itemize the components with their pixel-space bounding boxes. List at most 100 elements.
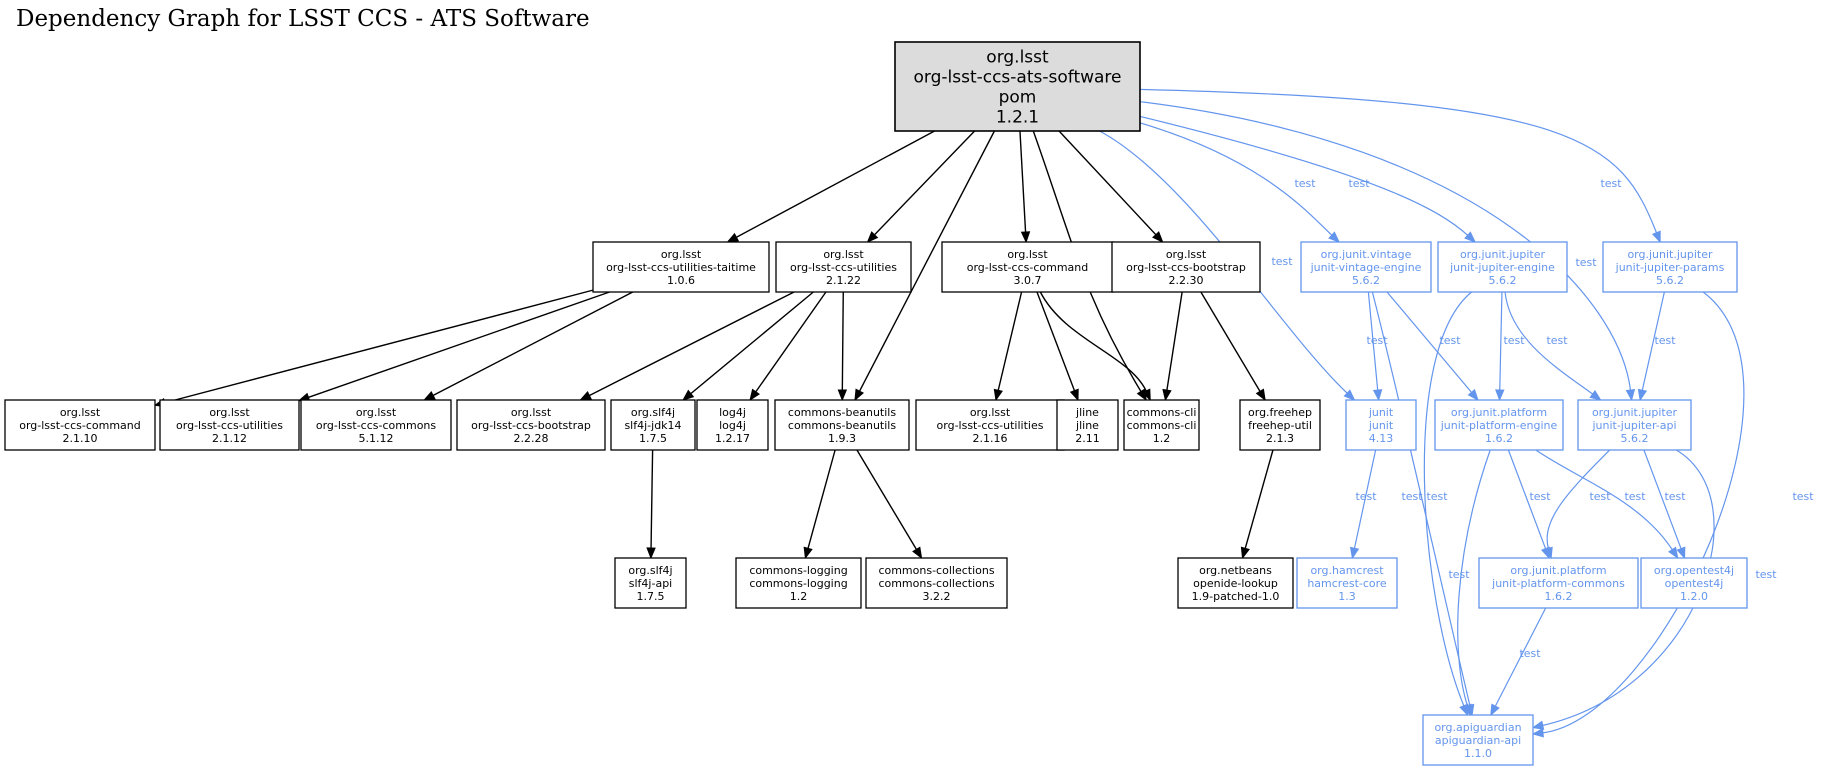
node-label-line: 2.1.10 (63, 432, 98, 445)
edge-root-jupeng: test (1139, 115, 1477, 243)
node-jupparams[interactable]: org.junit.jupiterjunit-jupiter-params5.6… (1602, 241, 1738, 293)
node-box (696, 399, 769, 451)
edge-label: test (1575, 256, 1597, 269)
node-jupeng[interactable]: org.junit.jupiterjunit-jupiter-engine5.6… (1437, 241, 1568, 293)
node-label-line: 2.2.30 (1169, 274, 1204, 287)
node-label-line: 1.9.3 (828, 432, 856, 445)
node-label-line: junit-platform-commons (1491, 577, 1625, 590)
node-label-line: org-lsst-ccs-bootstrap (1126, 261, 1246, 274)
node-label-line: org.junit.platform (1451, 406, 1547, 419)
node-label-line: org-lsst-ccs-command (967, 261, 1089, 274)
node-box (1422, 714, 1534, 766)
edge-platengine-apiguardian: test (1448, 449, 1491, 717)
node-label-line: 1.3 (1338, 590, 1356, 603)
edge-arrowhead (1543, 546, 1553, 560)
node-label-line: junit-jupiter-api (1591, 419, 1676, 432)
edge-label: test (1589, 490, 1611, 503)
edge-label: test (1439, 334, 1461, 347)
node-label-line: org-lsst-ccs-bootstrap (471, 419, 591, 432)
edge-arrowhead (1372, 389, 1383, 402)
edge-label: test (1792, 490, 1814, 503)
edge-arrowhead (854, 388, 865, 402)
node-box (1296, 557, 1398, 609)
edge-arrowhead (1495, 389, 1505, 402)
node-label-line: commons-logging (749, 564, 847, 577)
edge-line (1546, 449, 1611, 550)
edge-label: test (1348, 177, 1370, 190)
edge-line (1139, 101, 1632, 392)
node-label-line: 1.2.0 (1680, 590, 1708, 603)
edge-arrowhead (912, 546, 923, 560)
edge-arrowhead (1490, 703, 1500, 717)
node-label-line: jline (1075, 419, 1099, 432)
edge-util2122-beanutils (837, 291, 848, 402)
edge-arrowhead (1069, 388, 1079, 402)
edge-arrowhead (579, 391, 592, 401)
edge-arrowhead (1531, 720, 1545, 730)
edge-label: test (1448, 568, 1470, 581)
node-label-line: log4j (719, 406, 746, 419)
node-box (4, 399, 156, 451)
edge-line (1457, 449, 1491, 707)
node-box (456, 399, 606, 451)
node-label-line: org.lsst (209, 406, 250, 419)
edge-line (588, 291, 795, 397)
node-label-line: freehep-util (1248, 419, 1312, 432)
edge-jupapi-platcommons: test (1543, 449, 1611, 560)
node-label-line: 1.2.17 (715, 432, 750, 445)
node-root[interactable]: org.lsstorg-lsst-ccs-ats-softwarepom1.2.… (894, 41, 1141, 132)
node-box (894, 41, 1141, 132)
edge-line (689, 291, 814, 395)
node-label-line: org.netbeans (1199, 564, 1272, 577)
edge-beanutils-logging (803, 449, 836, 560)
edge-jupparams-apiguardian: test (1531, 291, 1814, 738)
edge-arrowhead (993, 388, 1003, 402)
node-label-line: org-lsst-ccs-command (19, 419, 141, 432)
edge-line (873, 130, 976, 237)
edge-jupparams-jupapi: test (1637, 291, 1676, 402)
edge-line (1139, 88, 1658, 234)
edge-line (1058, 130, 1158, 236)
node-platengine[interactable]: org.junit.platformjunit-platform-engine1… (1434, 399, 1564, 451)
edge-line (856, 449, 918, 551)
node-openide[interactable]: org.netbeansopenide-lookup1.9-patched-1.… (1177, 557, 1294, 609)
node-box (775, 241, 912, 293)
node-box (915, 399, 1065, 451)
edge-arrowhead (1531, 728, 1544, 738)
node-collections[interactable]: commons-collectionscommons-collections3.… (865, 557, 1008, 609)
node-box (1345, 399, 1417, 451)
node-platcommons[interactable]: org.junit.platformjunit-platform-commons… (1478, 557, 1639, 609)
node-vintage[interactable]: org.junit.vintagejunit-vintage-engine5.6… (1300, 241, 1432, 293)
node-label-line: 1.7.5 (639, 432, 667, 445)
node-label-line: org.junit.jupiter (1460, 248, 1546, 261)
node-label-line: org.slf4j (631, 406, 675, 419)
node-label-line: org-lsst-ccs-commons (316, 419, 437, 432)
node-label-line: apiguardian-api (1435, 734, 1521, 747)
edge-taitime-util2112 (297, 291, 610, 402)
edge-line (1507, 449, 1547, 550)
node-taitime[interactable]: org.lsstorg-lsst-ccs-utilities-taitime1.… (592, 241, 770, 293)
